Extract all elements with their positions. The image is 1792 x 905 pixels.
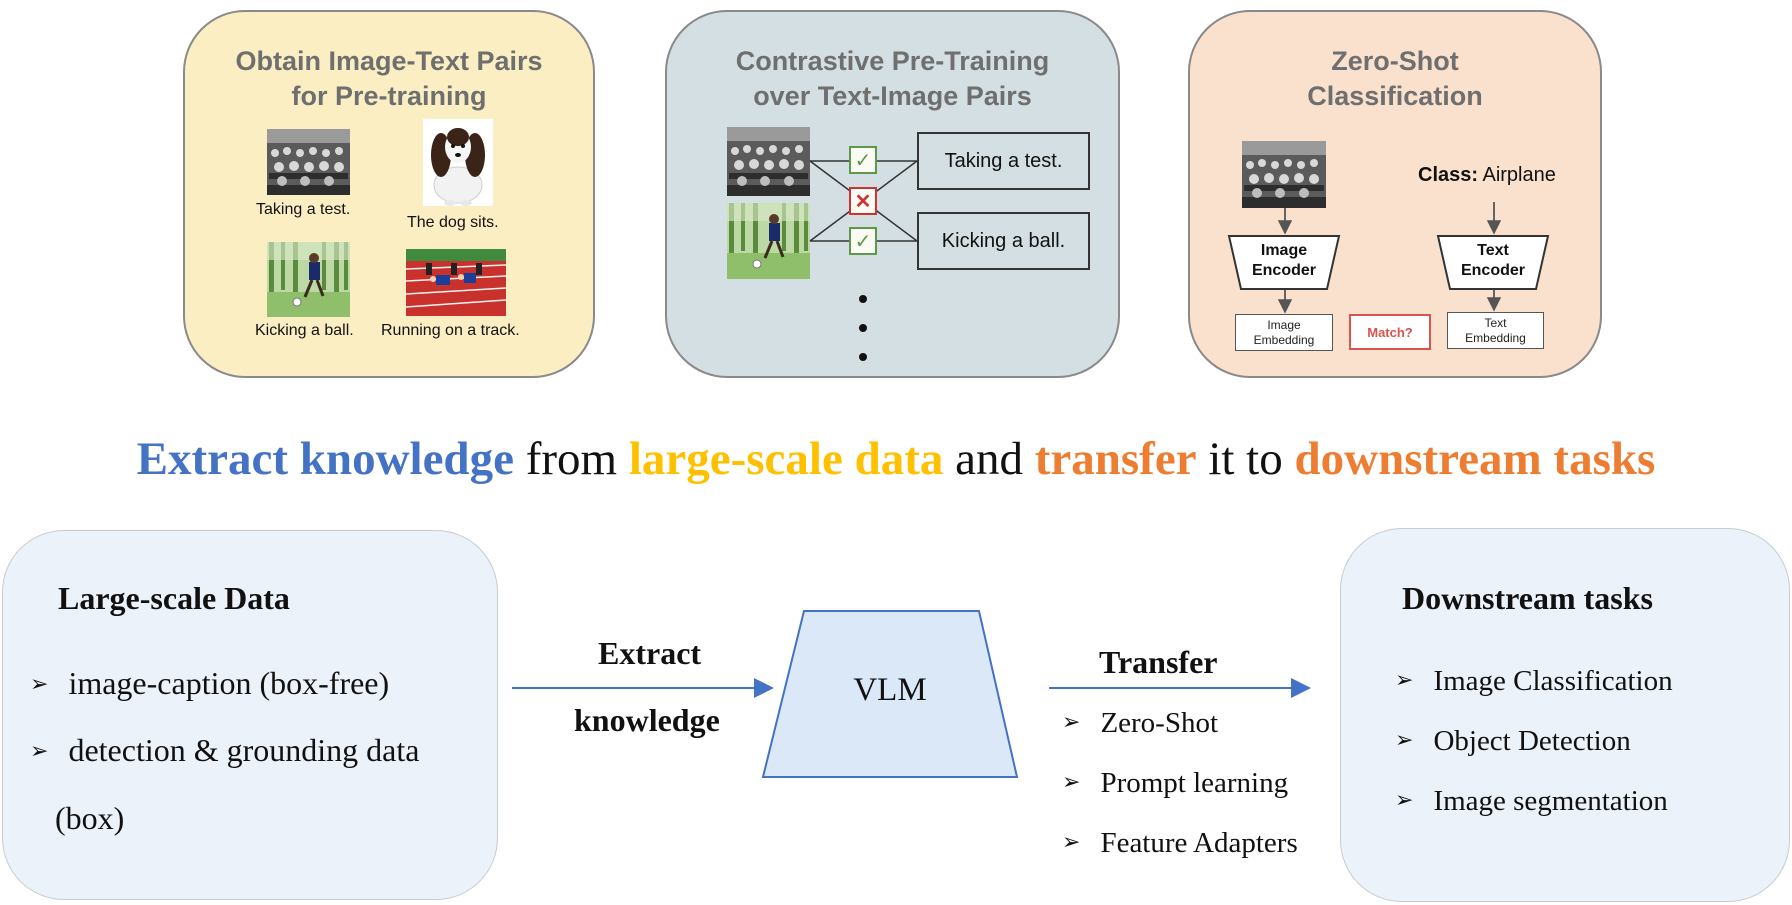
text-box-kicking-ball: Kicking a ball. — [917, 212, 1090, 270]
downstream-item-text: Image segmentation — [1433, 785, 1668, 817]
large-scale-item-continuation: (box) — [55, 800, 125, 836]
caption-kicking-ball: Kicking a ball. — [255, 322, 354, 339]
arrow-bullet-icon: ➢ — [30, 739, 49, 764]
panel-title-line2: over Text-Image Pairs — [753, 81, 1032, 111]
panel-title-line1: Contrastive Pre-Training — [735, 46, 1050, 76]
large-scale-item: ➢ detection & grounding data — [30, 732, 419, 769]
class-airplane-label: Class: Airplane — [1418, 164, 1556, 187]
downstream-tasks-panel — [1340, 528, 1790, 902]
match-box: Match? — [1349, 314, 1431, 350]
soccer-photo — [267, 242, 350, 317]
caption-running-track: Running on a track. — [381, 322, 520, 339]
downstream-tasks-title: Downstream tasks — [1402, 580, 1653, 616]
pretrain-data-panel: Obtain Image-Text Pairs for Pre-training — [183, 10, 595, 378]
caption-taking-test: Taking a test. — [256, 201, 351, 218]
transfer-label: Transfer — [1099, 644, 1218, 680]
downstream-item: ➢ Image segmentation — [1395, 785, 1668, 818]
caption-dog-sits: The dog sits. — [407, 214, 499, 231]
headline-and: and — [943, 433, 1035, 485]
transfer-item: ➢ Prompt learning — [1062, 767, 1288, 800]
large-scale-item-text: image-caption (box-free) — [68, 665, 390, 701]
track-photo — [406, 249, 506, 316]
arrow-bullet-icon: ➢ — [1062, 830, 1081, 855]
arrow-bullet-icon: ➢ — [1062, 770, 1081, 795]
text-box-taking-test: Taking a test. — [917, 132, 1090, 190]
text-embedding-line1: Text — [1484, 315, 1507, 330]
text-encoder-line2: Encoder — [1460, 262, 1525, 279]
downstream-item-text: Image Classification — [1433, 665, 1673, 697]
arrow-bullet-icon: ➢ — [30, 672, 49, 697]
class-value: Airplane — [1478, 164, 1556, 186]
panel-title-line2: for Pre-training — [291, 81, 487, 111]
transfer-item: ➢ Zero-Shot — [1062, 707, 1218, 740]
classroom-photo — [727, 127, 810, 196]
headline-large-scale-data: large-scale data — [628, 433, 944, 485]
dog-photo — [423, 119, 493, 206]
text-encoder-line1: Text — [1477, 242, 1509, 259]
transfer-item-text: Feature Adapters — [1100, 827, 1298, 859]
ellipsis-dot — [859, 324, 867, 332]
large-scale-data-title: Large-scale Data — [58, 580, 290, 616]
image-embedding-line2: Embedding — [1253, 332, 1315, 347]
downstream-item: ➢ Object Detection — [1395, 725, 1631, 758]
image-encoder-line1: Image — [1260, 242, 1308, 259]
downstream-item: ➢ Image Classification — [1395, 665, 1673, 698]
transfer-item-text: Zero-Shot — [1100, 707, 1219, 739]
ellipsis-dot — [859, 295, 867, 303]
soccer-photo — [727, 203, 810, 279]
arrow-bullet-icon: ➢ — [1395, 728, 1414, 753]
class-key: Class: — [1418, 164, 1479, 186]
image-encoder-line2: Encoder — [1251, 262, 1316, 279]
transfer-item-text: Prompt learning — [1100, 767, 1289, 799]
headline-from: from — [513, 433, 629, 485]
classroom-photo — [1242, 141, 1326, 208]
extract-label: Extract — [598, 635, 702, 671]
large-scale-item: ➢ image-caption (box-free) — [30, 665, 389, 702]
match-check-icon: ✓ — [849, 146, 877, 174]
image-embedding-line1: Image — [1267, 317, 1301, 332]
large-scale-data-panel — [2, 530, 498, 900]
headline-downstream-tasks: downstream tasks — [1294, 433, 1656, 485]
downstream-item-text: Object Detection — [1433, 725, 1631, 757]
panel-title-line1: Obtain Image-Text Pairs — [235, 46, 543, 76]
headline: Extract knowledge from large-scale data … — [0, 432, 1792, 486]
ellipsis-dot — [859, 353, 867, 361]
vlm-label: VLM — [853, 672, 927, 708]
match-check-icon: ✓ — [849, 227, 877, 255]
mismatch-cross-icon: ✕ — [849, 187, 877, 215]
headline-transfer: transfer — [1034, 433, 1197, 485]
large-scale-item-text: detection & grounding data — [68, 732, 420, 768]
arrow-bullet-icon: ➢ — [1395, 788, 1414, 813]
knowledge-label: knowledge — [574, 702, 720, 738]
text-embedding-line2: Embedding — [1465, 330, 1526, 345]
transfer-item: ➢ Feature Adapters — [1062, 827, 1298, 860]
classroom-photo — [267, 129, 350, 195]
panel-title-line2: Classification — [1307, 81, 1483, 111]
headline-extract-knowledge: Extract knowledge — [136, 433, 514, 485]
panel-title-line1: Zero-Shot — [1331, 46, 1459, 76]
arrow-bullet-icon: ➢ — [1062, 710, 1081, 735]
headline-it-to: it to — [1196, 433, 1295, 485]
arrow-bullet-icon: ➢ — [1395, 668, 1414, 693]
